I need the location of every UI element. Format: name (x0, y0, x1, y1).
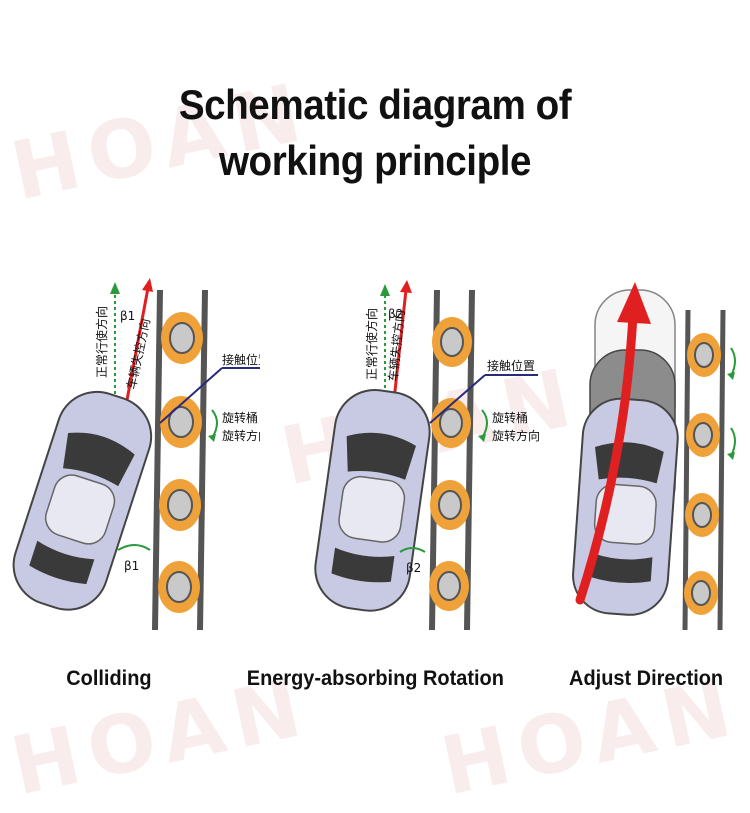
lost-control-direction-arrow (392, 289, 408, 401)
rotating-barrel (432, 317, 472, 367)
rotation-arrow-icon (481, 409, 488, 439)
rotation-arrow-icon (211, 409, 218, 439)
page-title-line-1: Schematic diagram of (178, 81, 572, 128)
rotating-barrel (686, 413, 720, 457)
label-angle-bottom: β1 (124, 559, 139, 573)
label-rotating-barrel: 旋转桶 (222, 410, 258, 425)
label-rotating-direction: 旋转方向 (492, 428, 540, 443)
rotating-barrel (158, 561, 200, 613)
page-title-line-2: working principle (218, 137, 532, 184)
rotating-barrel (429, 561, 469, 611)
label-contact-point: 接触位置 (222, 352, 260, 367)
rotating-barrel (685, 493, 719, 537)
rotation-arrow-icon (730, 347, 736, 377)
rotating-barrel (160, 396, 202, 448)
label-rotating-barrel: 旋转桶 (492, 410, 528, 425)
label-angle-top: β2 (388, 307, 403, 321)
caption-adjust-direction: Adjust Direction (569, 667, 724, 690)
label-lost-control-direction: 车辆失控方向 (123, 317, 153, 391)
label-rotating-direction: 旋转方向 (222, 428, 260, 443)
rotation-arrow-icon (730, 427, 736, 457)
label-contact-point: 接触位置 (487, 358, 535, 373)
panel-energy-absorbing-rotation: 正常行使方向 车辆失控方向 β2 β2 接触位置 旋转桶 旋转方向 (314, 280, 540, 631)
rotating-barrel (430, 480, 470, 530)
rotating-barrel (159, 479, 201, 531)
label-angle-top: β1 (120, 309, 135, 323)
rotating-barrel (161, 312, 203, 364)
panel-colliding: 正常行使方向 车辆失控方向 β1 β1 接触位置 旋转桶 旋转方向 (12, 278, 260, 631)
trajectory-arrow (575, 310, 638, 605)
contact-pointer (159, 367, 223, 424)
label-normal-direction: 正常行使方向 (364, 308, 379, 380)
guard-rail-left (152, 289, 163, 631)
lost-control-direction-arrow (125, 287, 150, 401)
rotating-barrel (431, 398, 471, 448)
label-normal-direction: 正常行使方向 (94, 306, 109, 378)
guard-rail-right (717, 309, 726, 631)
contact-pointer (429, 374, 486, 424)
guard-rail-left (682, 309, 691, 631)
rotating-barrel (684, 571, 718, 615)
caption-energy-absorbing-rotation: Energy-absorbing Rotation (246, 667, 504, 690)
guard-rail-right (197, 289, 208, 631)
car (12, 390, 153, 611)
caption-colliding: Colliding (66, 667, 152, 690)
car (314, 388, 431, 612)
rotating-barrel (687, 333, 721, 377)
label-angle-bottom: β2 (406, 561, 421, 575)
panel-adjust-direction (572, 282, 736, 631)
